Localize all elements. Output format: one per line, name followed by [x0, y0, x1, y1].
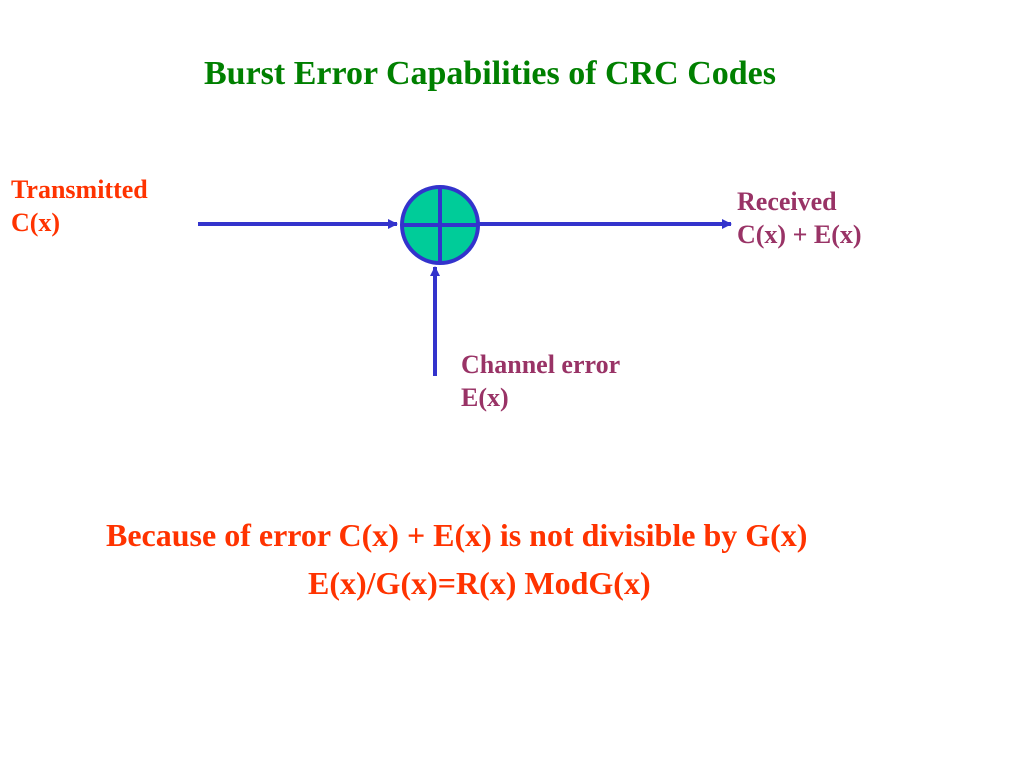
received-label-line2: C(x) + E(x)	[737, 220, 862, 249]
summing-junction	[400, 185, 480, 265]
note-line-1: Because of error C(x) + E(x) is not divi…	[106, 517, 808, 553]
note-line-2: E(x)/G(x)=R(x) ModG(x)	[308, 565, 651, 601]
transmitted-label: Transmitted C(x)	[11, 173, 148, 239]
received-label-line1: Received	[737, 187, 837, 216]
channel-error-label-line1: Channel error	[461, 350, 621, 379]
page-title: Burst Error Capabilities of CRC Codes	[203, 55, 777, 92]
channel-error-label-line2: E(x)	[461, 383, 509, 412]
channel-error-label: Channel error E(x)	[461, 348, 620, 414]
transmitted-label-line2: C(x)	[11, 208, 61, 237]
transmitted-label-line1: Transmitted	[11, 175, 148, 204]
received-label: Received C(x) + E(x)	[737, 185, 862, 251]
